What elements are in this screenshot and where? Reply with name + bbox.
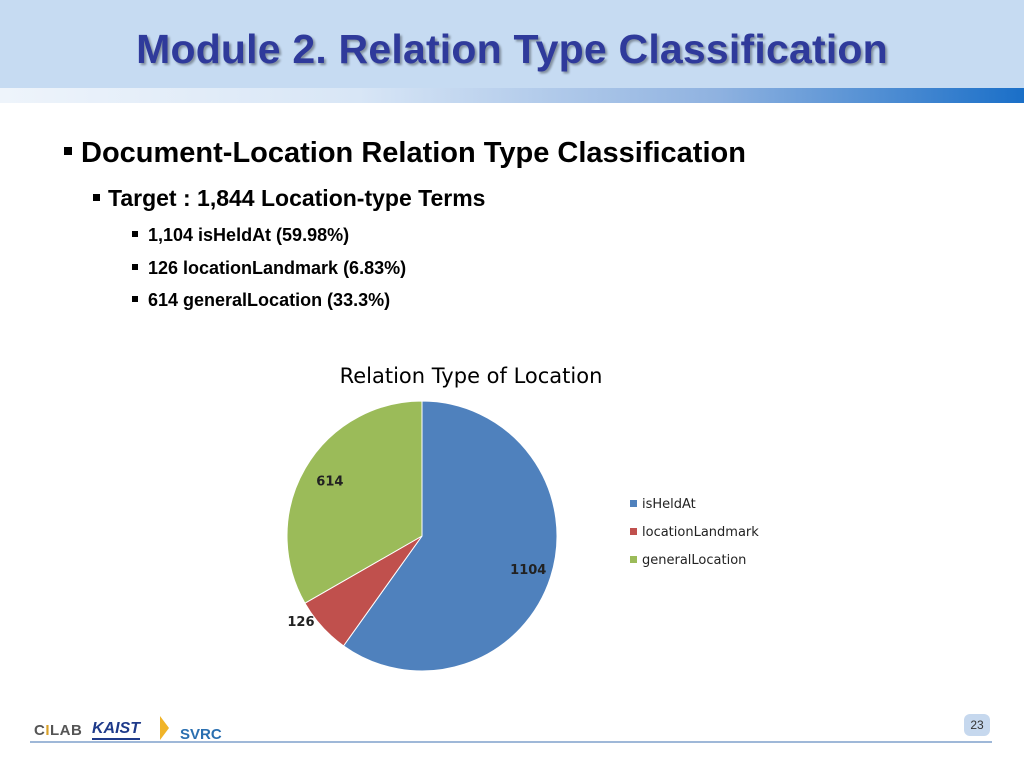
bullet-item-text: 1,104 isHeldAt (59.98%)	[148, 225, 350, 245]
footer-divider	[30, 741, 992, 743]
kaist-logo: KAIST	[92, 720, 140, 740]
data-label-generalLocation: 614	[316, 474, 343, 489]
svrc-logo: SVRC	[180, 726, 222, 743]
bullet-item-generallocation: 614 generalLocation (33.3%)	[132, 290, 390, 311]
legend-label-locationLandmark: locationLandmark	[642, 525, 759, 540]
bullet-item-isheldat: 1,104 isHeldAt (59.98%)	[132, 225, 349, 246]
bullet-main: Document-Location Relation Type Classifi…	[64, 137, 746, 170]
legend-swatch-isHeldAt	[630, 500, 637, 507]
bullet-item-locationlandmark: 126 locationLandmark (6.83%)	[132, 258, 406, 279]
legend-swatch-generalLocation	[630, 556, 637, 563]
svrc-logo-mark-icon	[160, 716, 169, 740]
bullet-item-text: 614 generalLocation (33.3%)	[148, 290, 391, 310]
legend-label-generalLocation: generalLocation	[642, 553, 746, 568]
data-label-locationLandmark: 126	[287, 615, 314, 630]
page-number: 23	[964, 714, 990, 736]
bullet-item-text: 126 locationLandmark (6.83%)	[148, 258, 407, 278]
title-gradient-bar	[0, 88, 1024, 103]
cilab-logo: CILAB	[34, 722, 83, 739]
bullet-square-icon	[64, 147, 72, 156]
data-label-isHeldAt: 1104	[510, 563, 546, 578]
bullet-main-text: Document-Location Relation Type Classifi…	[81, 137, 746, 169]
bullet-square-icon	[132, 231, 138, 238]
pie-slice-isHeldAt	[342, 400, 558, 672]
bullet-target-text: Target : 1,844 Location-type Terms	[108, 185, 486, 211]
pie-slice-generalLocation	[286, 400, 423, 604]
bullet-square-icon	[132, 264, 138, 271]
bullet-square-icon	[93, 194, 100, 202]
legend-label-isHeldAt: isHeldAt	[642, 497, 696, 512]
bullet-target: Target : 1,844 Location-type Terms	[93, 185, 485, 212]
slide-title: Module 2. Relation Type Classification	[136, 26, 888, 72]
legend-swatch-locationLandmark	[630, 528, 637, 535]
chart-title: Relation Type of Location	[340, 364, 603, 388]
bullet-square-icon	[132, 296, 138, 303]
title-band	[0, 0, 1024, 88]
